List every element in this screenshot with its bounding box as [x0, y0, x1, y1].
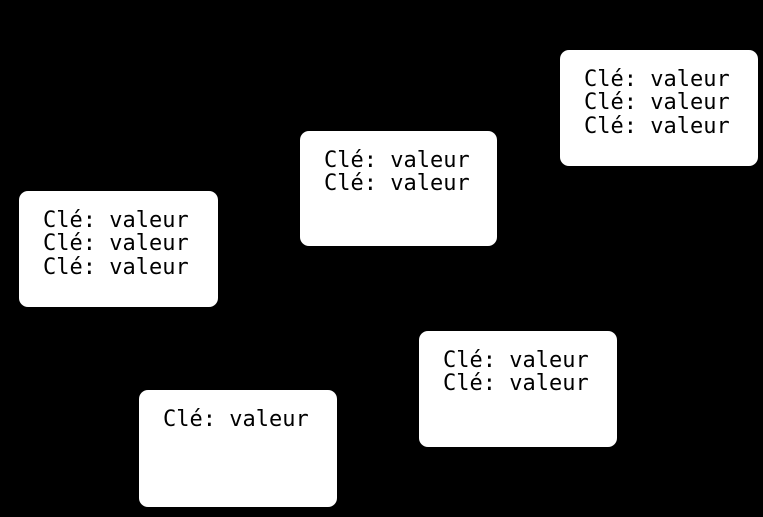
card-text-line: Clé: valeur [163, 407, 309, 432]
card-text-line: Clé: valeur [43, 208, 189, 233]
card-text-line: Clé: valeur [584, 113, 730, 139]
card-text-line: Clé: valeur [324, 148, 470, 173]
card-text-line: Clé: valeur [43, 254, 189, 280]
card-text-line: Clé: valeur [443, 371, 589, 397]
note-card-bottom-left[interactable]: Clé: valeur [139, 390, 337, 507]
card-text-line: Clé: valeur [584, 90, 730, 116]
card-text-line: Clé: valeur [443, 348, 589, 373]
card-text-line: Clé: valeur [584, 67, 730, 92]
card-text-line: Clé: valeur [324, 171, 470, 197]
card-text-line: Clé: valeur [43, 231, 189, 257]
